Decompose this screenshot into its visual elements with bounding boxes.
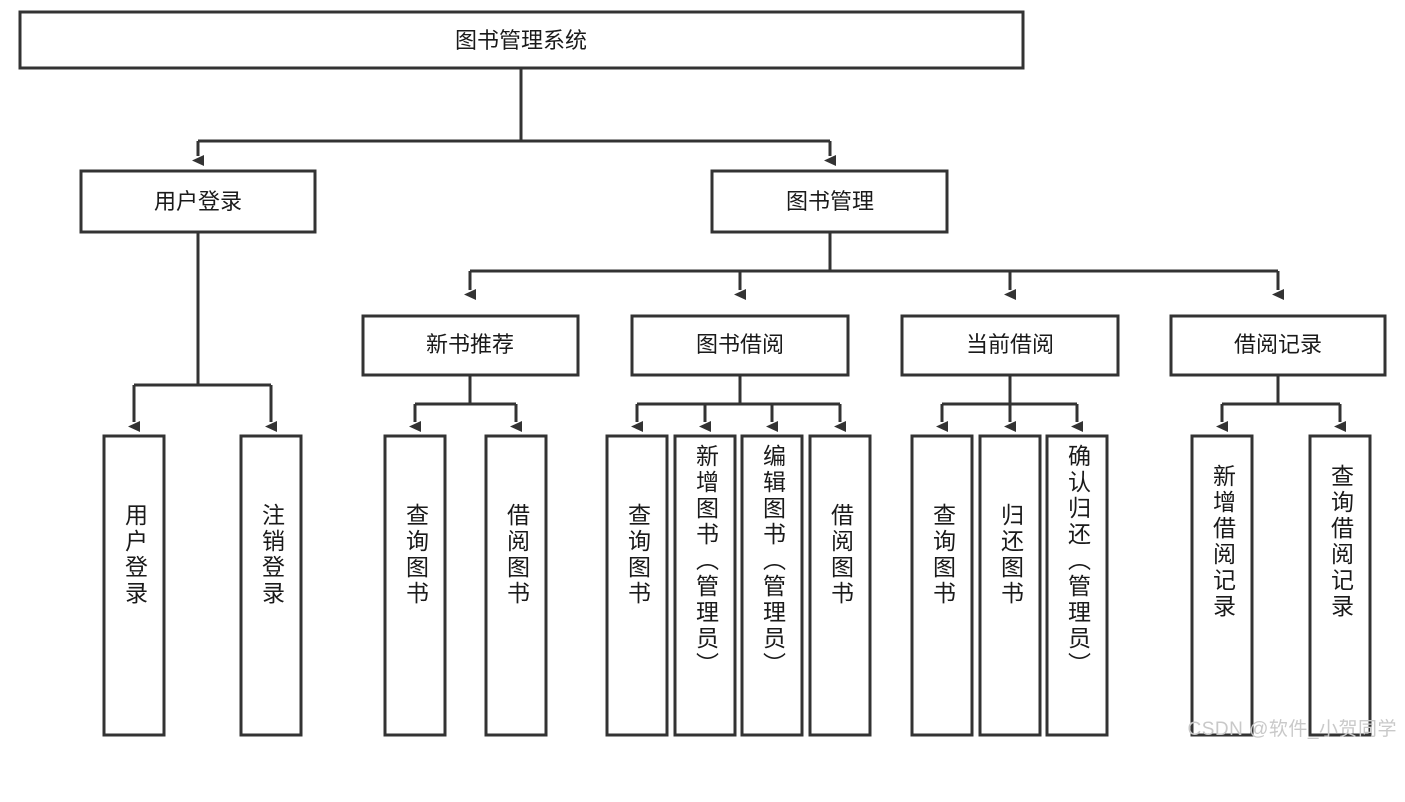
node-book-management[interactable]: 图书管理 [710, 169, 949, 234]
node-user-login[interactable]: 用户登录 [79, 169, 317, 234]
node-current-borrow[interactable]: 当前借阅 [900, 314, 1120, 377]
leaf-box[interactable] [1308, 434, 1372, 737]
node-borrow-record-label: 借阅记录 [1234, 332, 1322, 357]
leaf-box[interactable] [484, 434, 548, 737]
node-borrow-record[interactable]: 借阅记录 [1169, 314, 1387, 377]
connector-borrow-to-leaves [631, 375, 846, 432]
leaf-box[interactable] [978, 434, 1042, 737]
node-user-login-label: 用户登录 [154, 189, 242, 214]
leaf-box[interactable] [383, 434, 447, 737]
node-book-borrow-label: 图书借阅 [696, 332, 784, 357]
node-root-system[interactable]: 图书管理系统 [18, 10, 1025, 70]
connector-bookmgmt-to-level3 [464, 232, 1284, 300]
node-root-system-label: 图书管理系统 [455, 28, 587, 53]
csdn-watermark: CSDN @软件_小贺同学 [1187, 719, 1397, 740]
leaf-box[interactable] [1045, 434, 1109, 737]
flowchart-svg: 图书管理系统 用户登录 图书管理 新书推荐 图书借阅 当前借阅 借阅记录 [18, 10, 1387, 737]
connector-root-to-level2 [192, 68, 836, 166]
connector-userlogin-to-leaves [128, 232, 277, 432]
leaf-box[interactable] [740, 434, 804, 737]
leaf-box[interactable] [605, 434, 669, 737]
leaf-box[interactable] [808, 434, 872, 737]
node-new-book-recommend-label: 新书推荐 [426, 332, 514, 357]
leaf-rects [102, 434, 1372, 737]
node-current-borrow-label: 当前借阅 [966, 332, 1054, 357]
leaf-box[interactable] [910, 434, 974, 737]
leaf-box[interactable] [1190, 434, 1254, 737]
connector-record-to-leaves [1216, 375, 1346, 432]
connector-newbook-to-leaves [409, 375, 522, 432]
node-book-borrow[interactable]: 图书借阅 [630, 314, 850, 377]
diagram-canvas: 图书管理系统 用户登录 图书管理 新书推荐 图书借阅 当前借阅 借阅记录 [18, 10, 1397, 740]
leaf-box[interactable] [673, 434, 737, 737]
leaf-box[interactable] [239, 434, 303, 737]
connector-current-to-leaves [936, 375, 1083, 432]
leaf-box[interactable] [102, 434, 166, 737]
node-new-book-recommend[interactable]: 新书推荐 [361, 314, 580, 377]
node-book-management-label: 图书管理 [786, 189, 874, 214]
